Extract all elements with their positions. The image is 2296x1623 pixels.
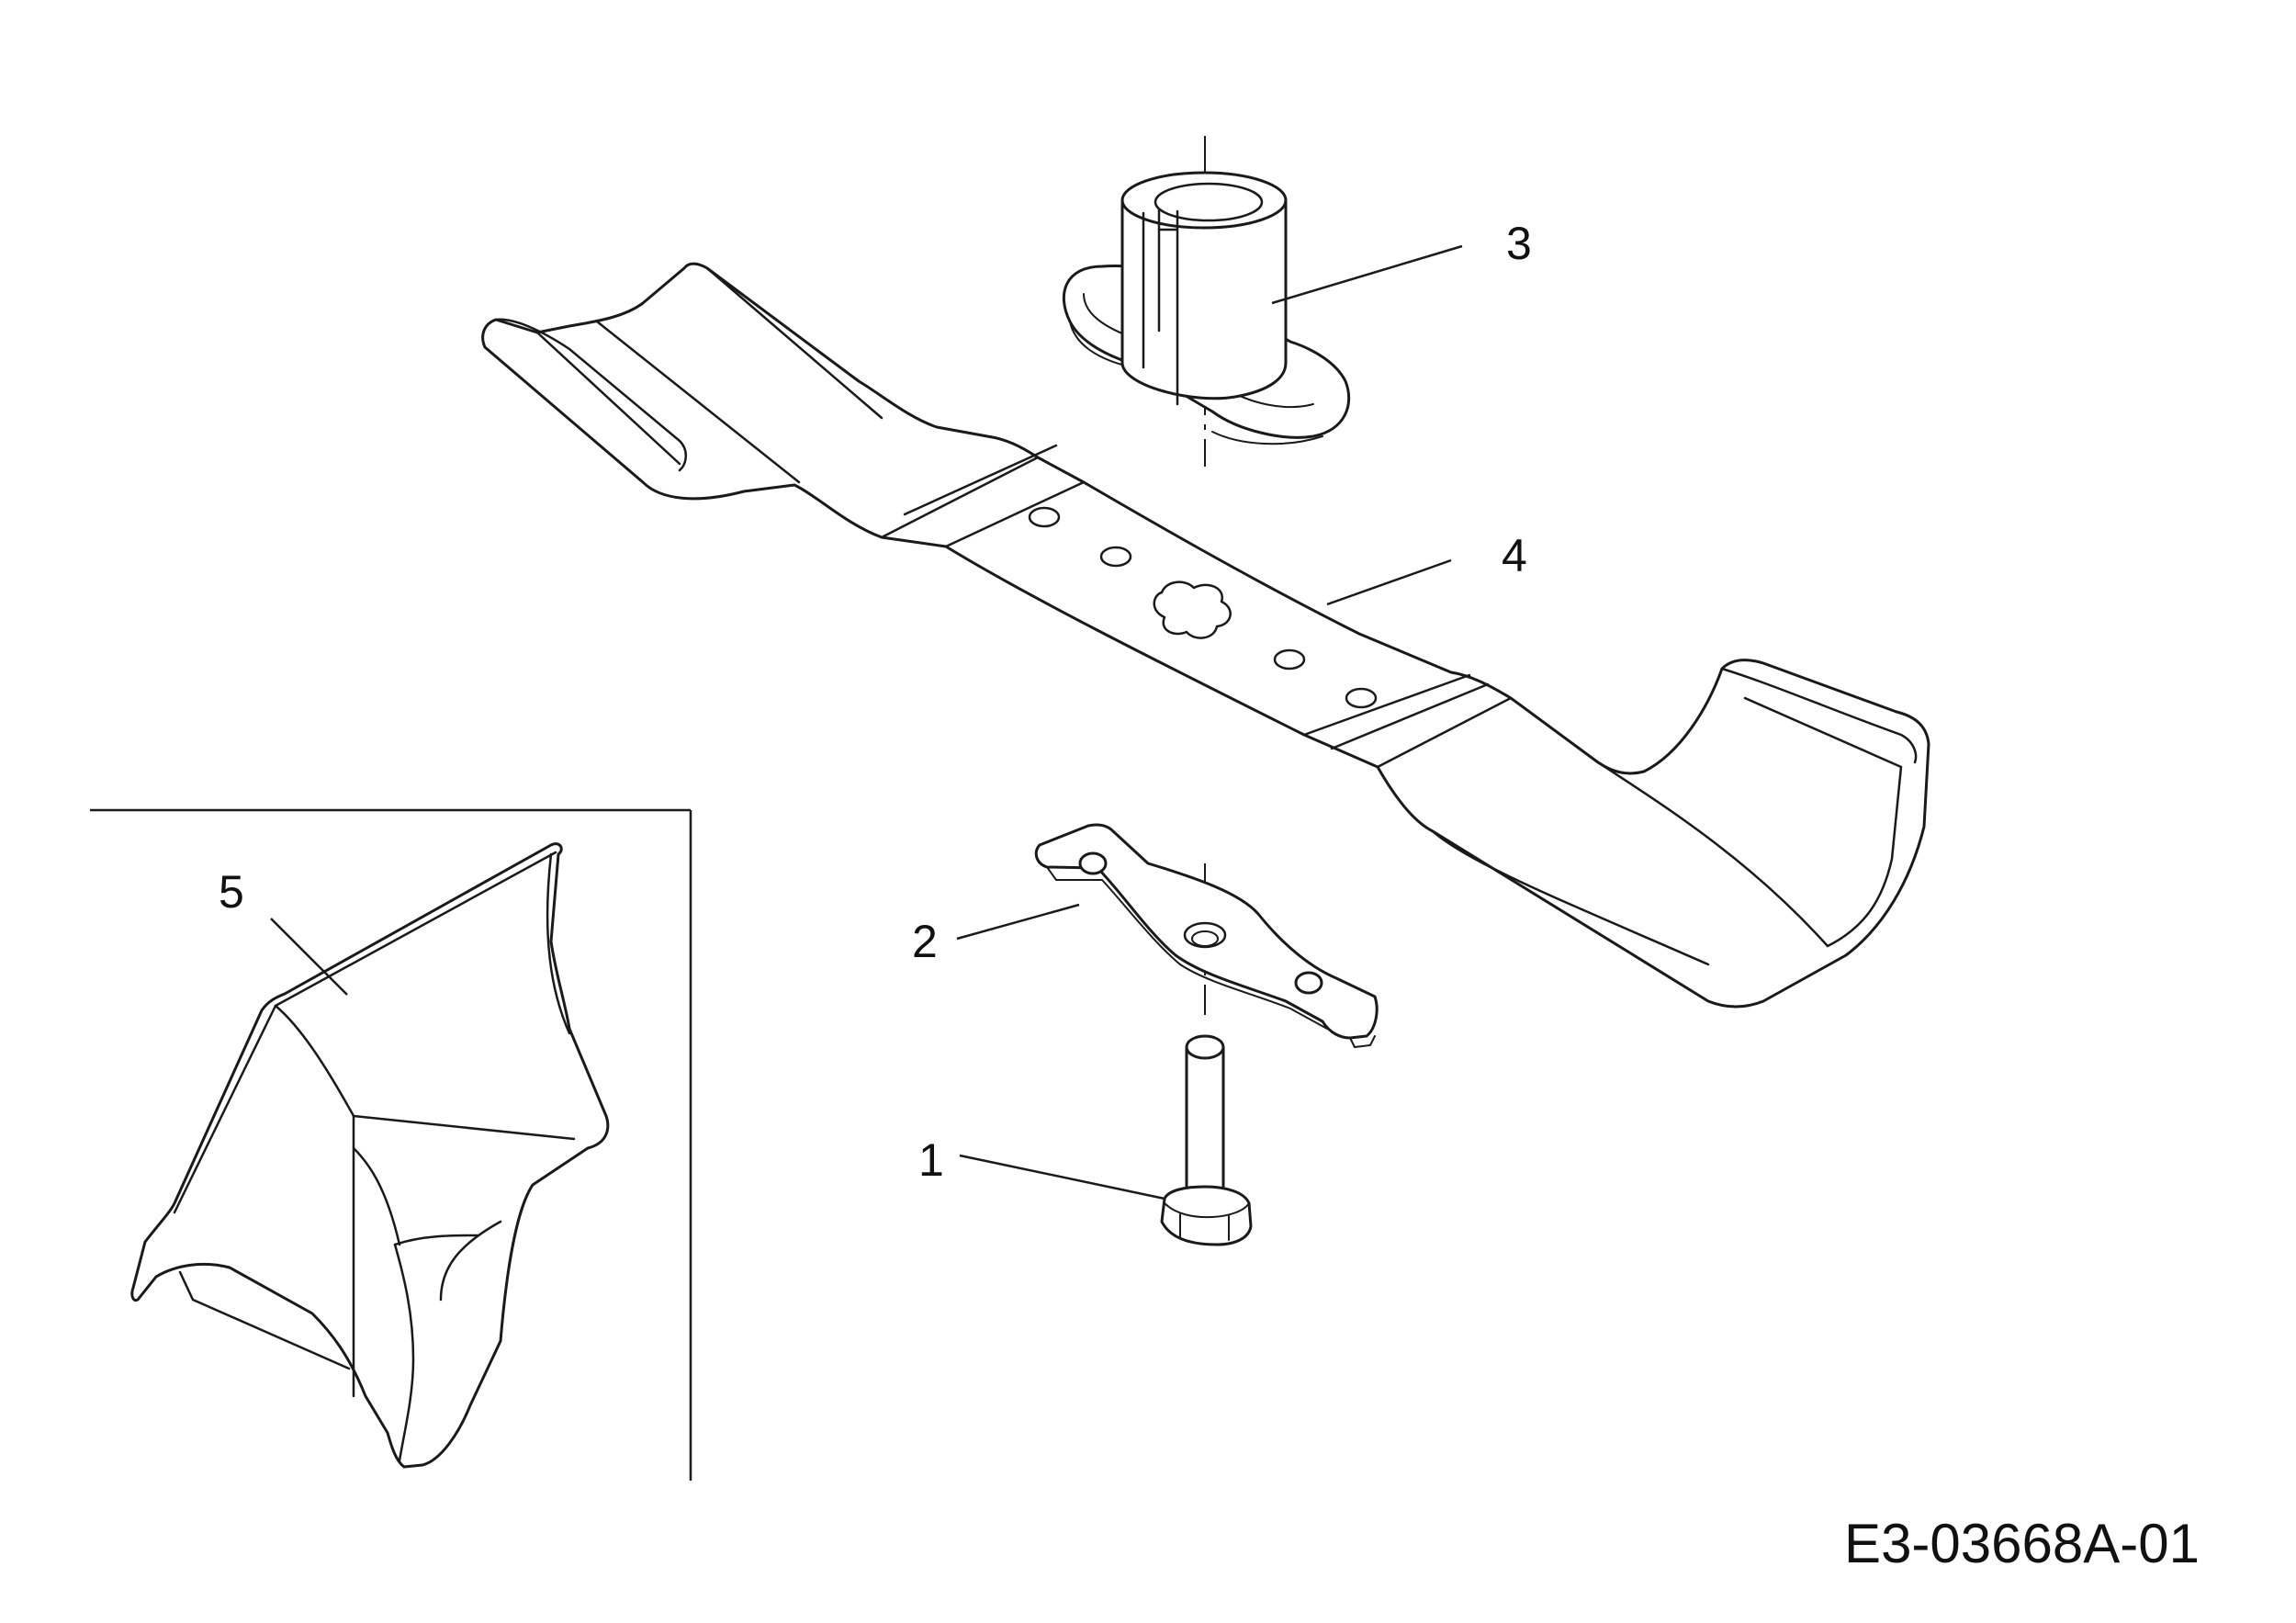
callout-part-3: 3 xyxy=(1506,218,1532,269)
leader-part-4 xyxy=(1326,558,1452,606)
blade-support-plate xyxy=(1034,823,1379,1049)
blade-adapter xyxy=(1062,136,1351,467)
mower-blade xyxy=(481,262,1930,1009)
callout-part-2: 2 xyxy=(912,916,938,967)
callout-part-4: 4 xyxy=(1502,530,1527,581)
drawing-number: E3-03668A-01 xyxy=(1844,1513,2200,1574)
blade-bolt xyxy=(1160,1034,1253,1246)
callout-part-1: 1 xyxy=(918,1134,944,1186)
inset-frame xyxy=(90,808,692,1481)
leader-part-2 xyxy=(956,903,1080,941)
leader-part-1 xyxy=(959,1154,1165,1200)
leader-lines xyxy=(270,244,1463,1200)
leader-part-5 xyxy=(270,918,348,996)
leader-part-3 xyxy=(1271,244,1463,305)
callout-part-5: 5 xyxy=(219,866,244,918)
mulching-plug xyxy=(130,842,610,1469)
